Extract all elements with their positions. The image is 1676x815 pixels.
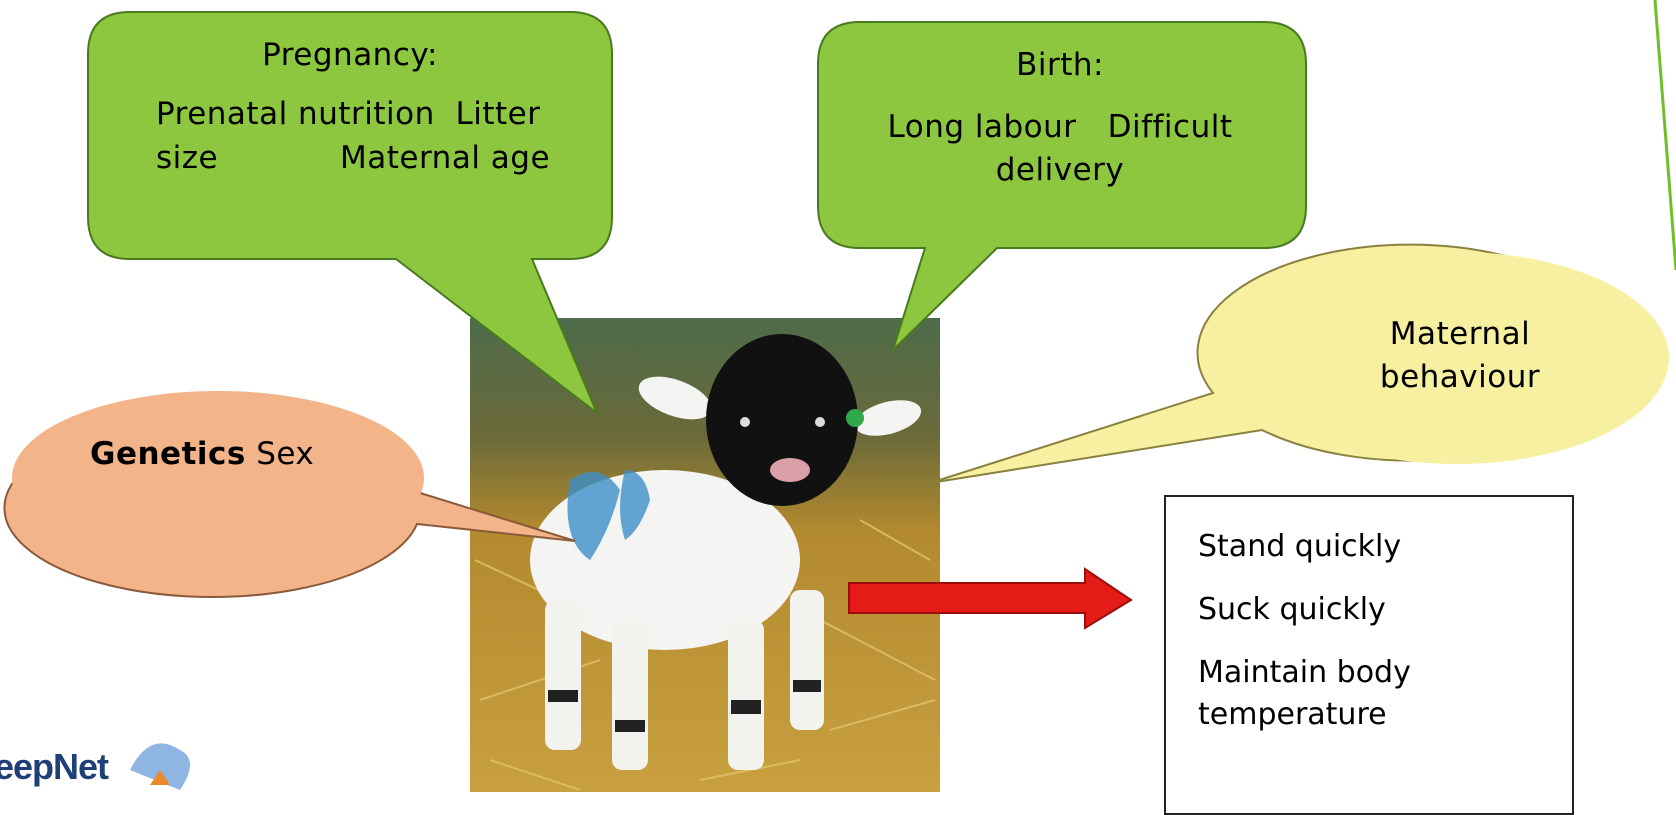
outcome-body: Maintain body [1198,653,1411,693]
birth-line2: delivery [830,150,1290,190]
lamb-photo [470,318,940,792]
pregnancy-line2-left: size [156,138,218,178]
sheepnet-logo-mark [130,743,190,790]
genetics-label: Genetics Sex [90,434,314,474]
birth-title: Birth: [830,45,1290,85]
maternal-line2: behaviour [1330,357,1590,397]
genetics-bold: Genetics [90,436,246,472]
pregnancy-title: Pregnancy: [100,35,600,75]
outcomes-box: Stand quickly Suck quickly Maintain body… [1164,495,1574,815]
pregnancy-line2-right: Maternal age [340,138,550,178]
pregnancy-line1: Prenatal nutrition Litter [156,94,540,134]
sheepnet-logo-text: eepNet [0,746,108,788]
birth-line1: Long labour Difficult [830,107,1290,147]
outcome-temperature: temperature [1198,695,1387,735]
outcome-stand: Stand quickly [1198,527,1401,567]
outcome-suck: Suck quickly [1198,590,1386,630]
maternal-line1: Maternal [1330,314,1590,354]
genetics-sex: Sex [246,436,314,472]
decorative-green-curve [1655,0,1676,270]
